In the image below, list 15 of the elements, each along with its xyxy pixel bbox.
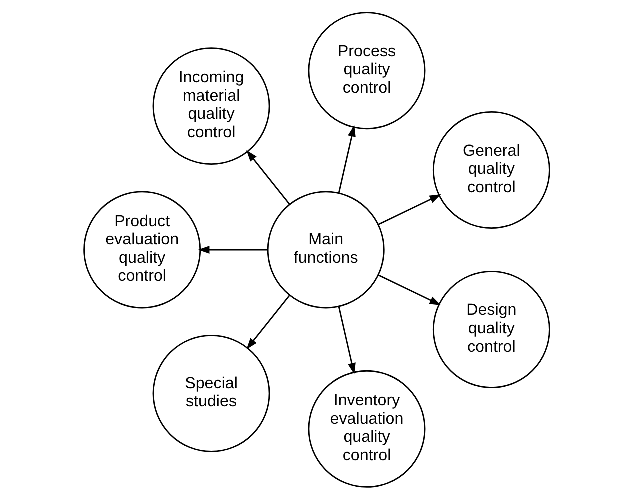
arrow: [246, 150, 290, 205]
node-circle: Main functions: [266, 191, 384, 309]
arrow: [246, 295, 290, 350]
node-circle: Process quality control: [308, 12, 426, 130]
node-circle: Special studies: [152, 334, 270, 452]
node-circle: Incoming material quality control: [152, 48, 270, 166]
arrow: [338, 125, 356, 194]
node-circle: Product evaluation quality control: [83, 191, 201, 309]
arrow: [198, 246, 268, 254]
arrow: [338, 306, 356, 375]
arrow: [378, 274, 441, 306]
arrow: [378, 194, 441, 226]
node-circle: Inventory evaluation quality control: [308, 370, 426, 488]
node-circle: Design quality control: [432, 271, 550, 388]
node-circle: General quality control: [432, 112, 550, 229]
